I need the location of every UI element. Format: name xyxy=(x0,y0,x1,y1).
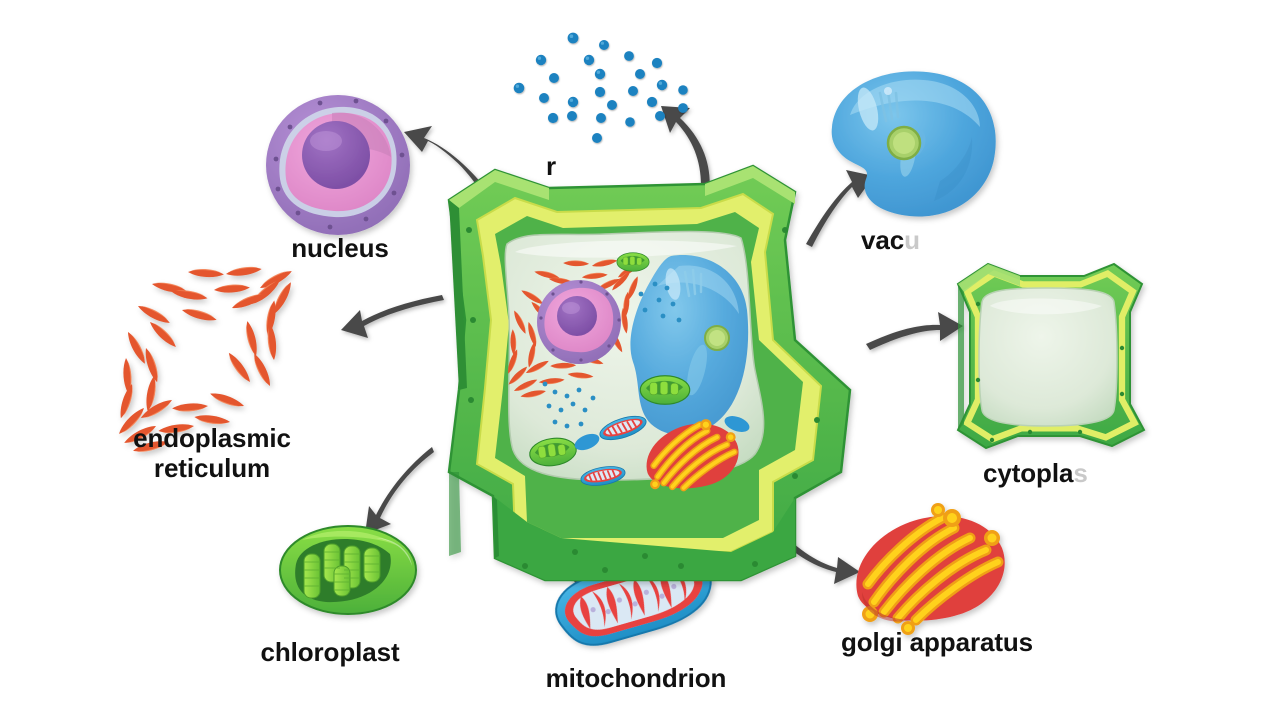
arrow-to-vacuole xyxy=(806,170,874,247)
label-ribosomes: r xyxy=(531,151,571,181)
label-mitochondrion-text: mitochondrion xyxy=(545,663,727,693)
arrow-to-nucleus xyxy=(404,126,492,202)
callout-vacuole xyxy=(831,71,996,217)
label-ribosomes-text: r xyxy=(545,151,557,181)
label-vacuole: vacu xyxy=(861,225,971,255)
label-vacuole-text: vac xyxy=(861,225,905,255)
label-chloroplast-text: chloroplast xyxy=(260,637,400,667)
label-nucleus: nucleus xyxy=(285,233,395,263)
cell-golgi-apparatus xyxy=(646,419,739,492)
label-mitochondrion: mitochondrion xyxy=(531,663,741,693)
arrow-to-er xyxy=(341,295,444,338)
label-cytoplasm-text: cytopla xyxy=(983,458,1074,488)
label-golgi-text: golgi apparatus xyxy=(840,627,1034,657)
cell-ribosomes xyxy=(542,281,682,429)
cell-vesicles xyxy=(574,416,750,451)
cell-nucleus xyxy=(537,280,621,364)
arrow-to-cytoplasm xyxy=(866,312,963,350)
plant-cell-central xyxy=(447,164,852,582)
callout-chloroplast xyxy=(279,525,417,615)
label-vacuole-pending: u xyxy=(904,225,920,255)
label-chloroplast: chloroplast xyxy=(250,637,410,667)
arrow-to-chloroplast xyxy=(365,447,434,534)
label-cytoplasm: cytoplas xyxy=(983,458,1153,488)
arrow-to-golgi xyxy=(768,524,860,584)
callout-ribosomes xyxy=(513,32,688,143)
label-er-line1: endoplasmic xyxy=(133,423,291,453)
label-golgi-apparatus: golgi apparatus xyxy=(828,627,1046,657)
label-er-line2: reticulum xyxy=(153,452,271,483)
label-nucleus-text: nucleus xyxy=(291,233,389,263)
callout-nucleus xyxy=(266,95,410,235)
callout-golgi-apparatus xyxy=(856,503,1005,635)
callout-cytoplasm xyxy=(956,262,1146,450)
label-endoplasmic-reticulum: endoplasmic reticulum xyxy=(112,423,312,484)
label-cytoplasm-pending: s xyxy=(1073,458,1088,488)
